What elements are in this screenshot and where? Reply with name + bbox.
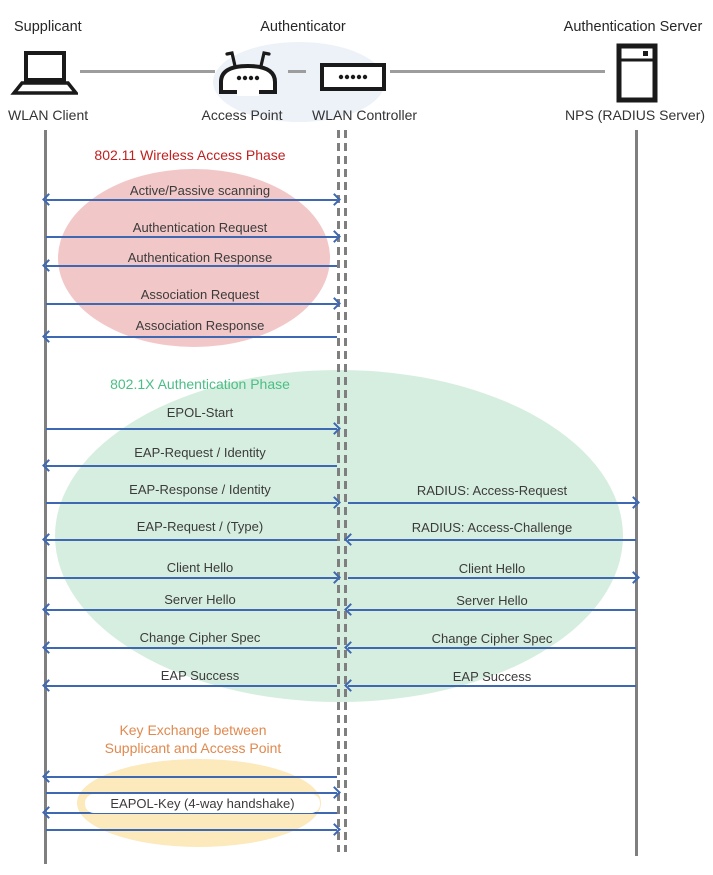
msg-label-eap-request-identity: EAP-Request / Identity (134, 445, 266, 460)
phase2-title: 802.1X Authentication Phase (110, 376, 290, 392)
role-supplicant: Supplicant (14, 19, 82, 35)
role-authenticator: Authenticator (260, 19, 346, 35)
phase3-title-line1: Key Exchange between (119, 722, 267, 738)
msg-arrow-handshake-4 (46, 823, 341, 836)
msg-arrow-handshake-3 (42, 806, 337, 819)
msg-arrow-handshake-1 (42, 770, 337, 783)
msg-arrow-assoc-response (42, 330, 337, 343)
wlan-controller-icon (320, 63, 386, 96)
msg-arrow-auth-request (46, 230, 341, 243)
msg-label-client-hello-right: Client Hello (458, 561, 526, 576)
lifeline-radius-server (635, 130, 638, 856)
msg-label-change-cipher-right: Change Cipher Spec (431, 631, 553, 646)
server-icon (616, 43, 658, 108)
msg-label-server-hello-right: Server Hello (456, 593, 528, 608)
msg-arrow-server-hello-right (344, 603, 636, 616)
msg-label-radius-access-challenge: RADIUS: Access-Challenge (411, 520, 573, 535)
laptop-icon (10, 50, 80, 101)
msg-arrow-auth-response (42, 259, 337, 272)
connector-ap-controller (288, 70, 306, 73)
msg-arrow-eap-request-type (42, 533, 337, 546)
msg-label-eap-request-type: EAP-Request / (Type) (136, 519, 264, 534)
msg-arrow-eap-response-identity (46, 496, 341, 509)
access-point-icon (216, 48, 280, 101)
msg-arrow-radius-access-challenge (344, 533, 636, 546)
msg-label-auth-request: Authentication Request (132, 220, 268, 235)
msg-arrow-client-hello-right (348, 571, 640, 584)
phase1-ellipse (58, 169, 330, 347)
msg-label-eap-success-left: EAP Success (160, 668, 240, 683)
msg-label-client-hello-left: Client Hello (166, 560, 234, 575)
msg-label-auth-response: Authentication Response (127, 250, 273, 265)
msg-label-epol-start: EPOL-Start (166, 405, 234, 420)
msg-arrow-eap-success-left (42, 679, 337, 692)
msg-label-eapol-key: EAPOL-Key (4-way handshake) (85, 794, 320, 813)
msg-label-scanning: Active/Passive scanning (129, 183, 271, 198)
msg-label-eap-response-identity: EAP-Response / Identity (129, 482, 271, 497)
msg-label-change-cipher-left: Change Cipher Spec (139, 630, 261, 645)
msg-label-radius-access-request: RADIUS: Access-Request (416, 483, 568, 498)
msg-arrow-change-cipher-left (42, 641, 337, 654)
msg-label-assoc-response: Association Response (135, 318, 265, 333)
msg-arrow-eap-request-identity (42, 459, 337, 472)
msg-arrow-server-hello-left (42, 603, 337, 616)
lifeline-authenticator-dash-1 (337, 130, 340, 852)
msg-arrow-handshake-2 (46, 786, 341, 799)
lifeline-wlan-client (44, 130, 47, 864)
phase3-title-line2: Supplicant and Access Point (104, 740, 282, 756)
connector-controller-server (390, 70, 605, 73)
msg-label-server-hello-left: Server Hello (164, 592, 236, 607)
phase1-title: 802.11 Wireless Access Phase (94, 147, 286, 163)
msg-arrow-radius-access-request (348, 496, 640, 509)
msg-label-assoc-request: Association Request (140, 287, 260, 302)
msg-arrow-eap-success-right (344, 679, 636, 692)
lifeline-authenticator-dash-2 (344, 130, 347, 852)
device-wlan-client: WLAN Client (8, 107, 89, 123)
msg-arrow-client-hello-left (46, 571, 341, 584)
role-authentication-server: Authentication Server (563, 19, 703, 35)
msg-label-eap-success-right: EAP Success (452, 669, 532, 684)
device-access-point: Access Point (201, 107, 283, 123)
msg-arrow-epol-start (46, 422, 341, 435)
msg-arrow-assoc-request (46, 297, 341, 310)
device-wlan-controller: WLAN Controller (312, 107, 418, 123)
device-nps-radius-server: NPS (RADIUS Server) (565, 107, 706, 123)
msg-arrow-change-cipher-right (344, 641, 636, 654)
msg-arrow-scanning (42, 193, 341, 206)
connector-client-ap (80, 70, 215, 73)
